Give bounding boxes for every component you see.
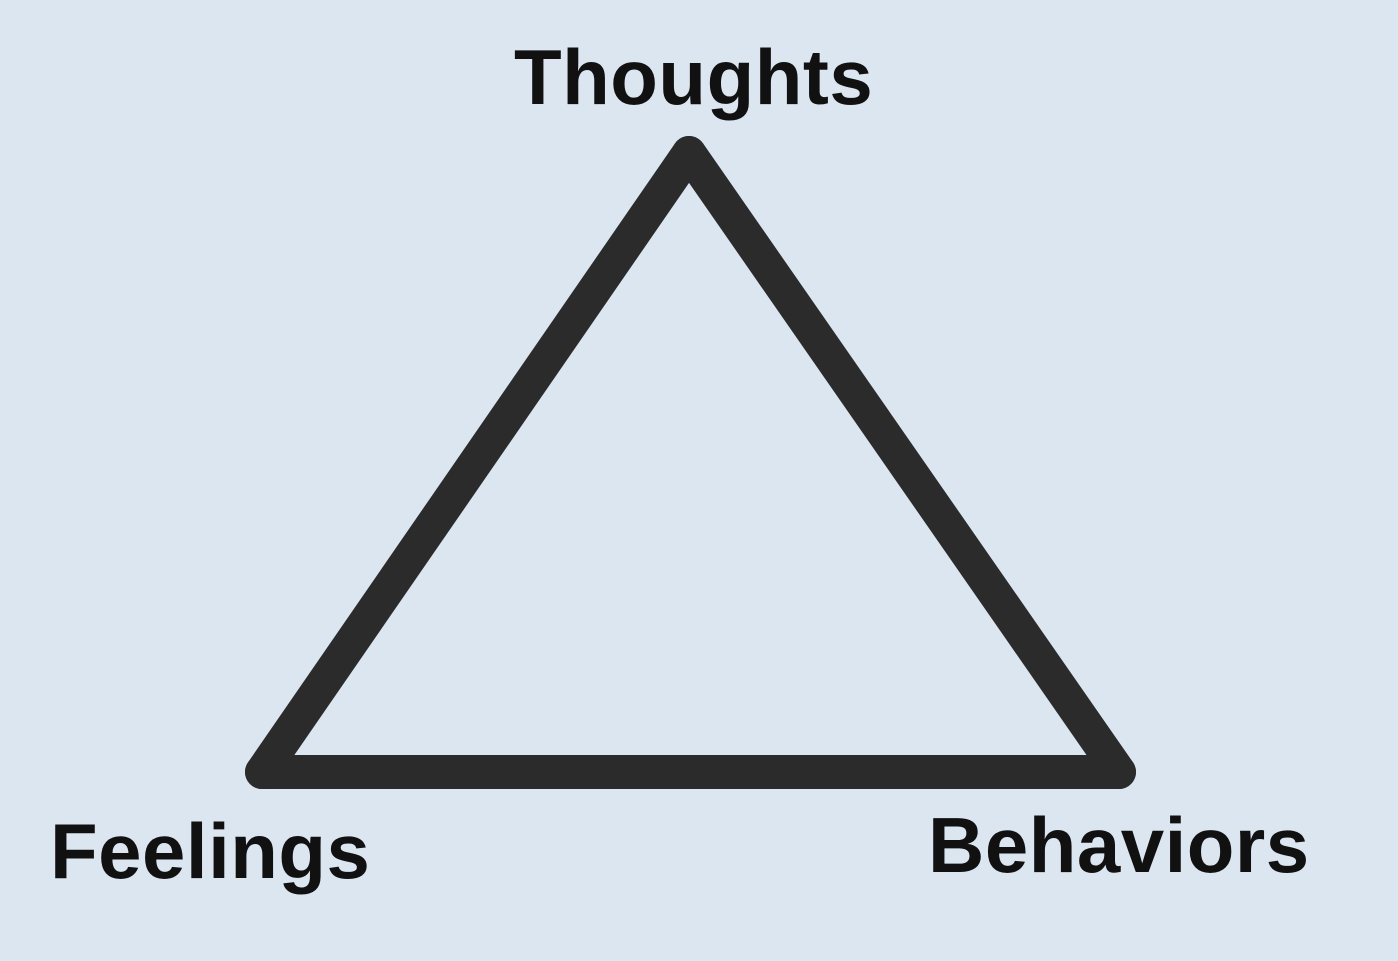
node-feelings-label: Feelings [50, 807, 371, 895]
node-thoughts-label: Thoughts [514, 33, 874, 121]
node-behaviors-label: Behaviors [928, 801, 1310, 889]
triangle-edge-feelings-thoughts [245, 136, 706, 789]
triangle-edge-thoughts-behaviors [672, 136, 1136, 789]
